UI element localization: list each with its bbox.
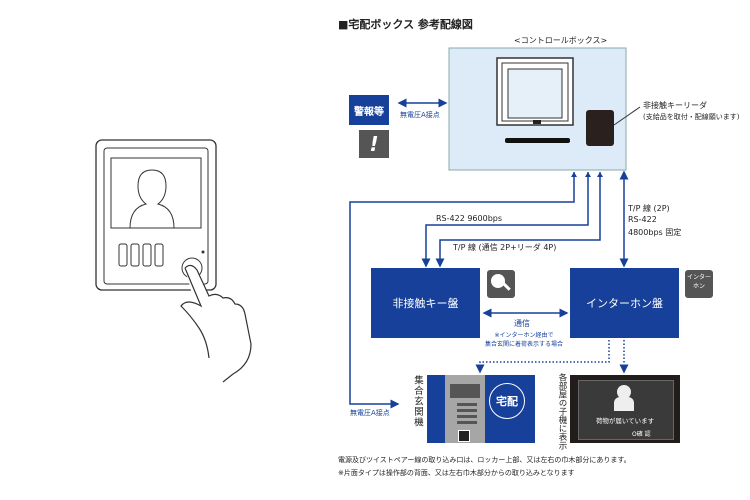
intercom-panel: インターホン盤 bbox=[570, 268, 679, 338]
entrance-panel: 宅配 bbox=[427, 375, 535, 443]
footer-note-1: 電源及びツイストペアー線の取り込み口は、ロッカー上部、又は左右の巾木部分にありま… bbox=[338, 456, 631, 464]
footer-note-2: ※片面タイプは操作部の背面、又は左右巾木部分からの取り込みとなります bbox=[338, 469, 575, 477]
reader-label: 非接触キーリーダ bbox=[643, 101, 707, 110]
exclamation-icon: ! bbox=[359, 130, 389, 158]
delivery-bubble: 宅配 bbox=[489, 383, 525, 419]
comm-note-1: ※インターホン経由で bbox=[494, 332, 554, 339]
key-panel: 非接触キー盤 bbox=[371, 268, 480, 338]
comm-note-2: 集合玄関に着荷表示する場合 bbox=[484, 341, 563, 348]
room-message: 荷物が届いています bbox=[595, 417, 655, 425]
key-icon bbox=[487, 270, 515, 298]
reader-note: (支給品を取付・配線願います) bbox=[643, 113, 740, 121]
control-box-label: <コントロールボックス> bbox=[514, 36, 608, 45]
comm-label: 通信 bbox=[514, 319, 530, 328]
alarm-connection: 無電圧A接点 bbox=[400, 111, 440, 119]
bps-fixed-label: 4800bps 固定 bbox=[628, 228, 682, 237]
room-monitor: 荷物が届いています O確 認 bbox=[570, 375, 680, 443]
card-reader bbox=[586, 110, 614, 146]
diagram-title: ■宅配ボックス 参考配線図 bbox=[338, 18, 473, 31]
room-label: 各部屋の子機に表示 bbox=[557, 373, 567, 450]
intercom-icon: インター ホン bbox=[685, 270, 713, 298]
tp-2p-label: T/P 線 (2P) bbox=[628, 204, 670, 213]
tp-reader-label: T/P 線 (通信 2P+リーダ 4P) bbox=[453, 243, 557, 252]
room-confirm: O確 認 bbox=[632, 431, 651, 438]
alarm-box: 警報等 bbox=[349, 95, 389, 125]
entrance-label: 集合玄関機 bbox=[412, 375, 423, 428]
rs422-b-label: RS-422 bbox=[628, 215, 657, 224]
rs422-label: RS-422 9600bps bbox=[436, 214, 503, 223]
entrance-connection: 無電圧A接点 bbox=[350, 409, 390, 417]
